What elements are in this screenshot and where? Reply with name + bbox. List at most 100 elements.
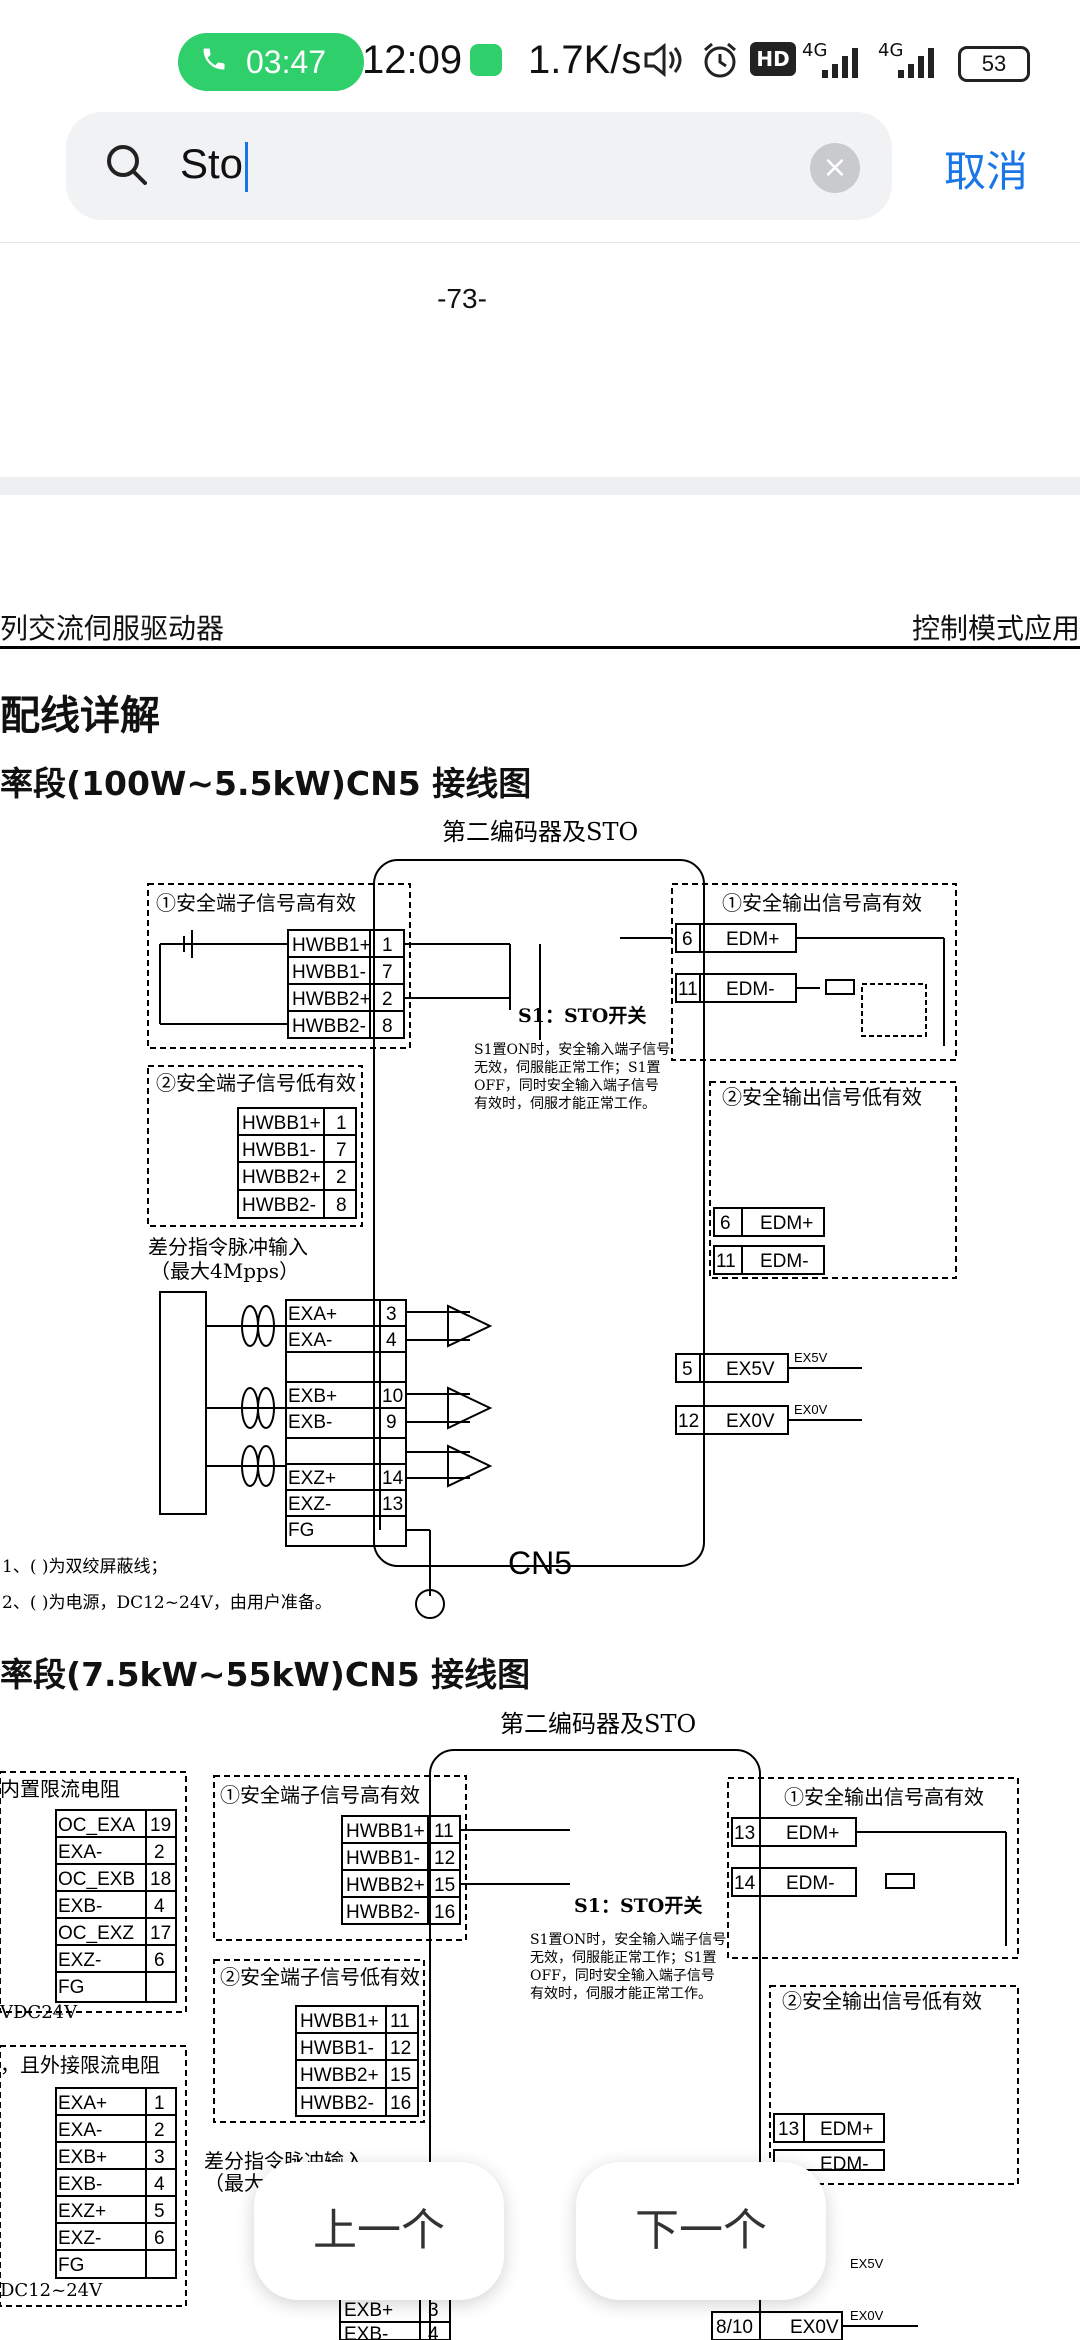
left-label: EXA+	[58, 2093, 107, 2114]
hwbb-pin: 11	[434, 1821, 454, 1842]
diagram-1-s1-note: 无效，伺服能正常工作；S1置	[474, 1060, 661, 1076]
ex-label: EXB+	[288, 1386, 337, 1407]
ongoing-call-pill[interactable]: 03:47	[178, 33, 364, 91]
hwbb-label: HWBB1+	[242, 1113, 321, 1134]
edm-label: EDM-	[786, 1873, 835, 1894]
battery-icon: 53	[958, 46, 1030, 82]
ex0v-label: EX0V	[790, 2317, 839, 2338]
left-label: FG	[58, 2255, 84, 2276]
hwbb-pin: 15	[390, 2065, 411, 2086]
left-pin: 2	[154, 2120, 165, 2141]
edm-label: EDM+	[786, 1823, 839, 1844]
hwbb-pin: 12	[434, 1848, 455, 1869]
hwbb-pin: 8	[382, 1016, 393, 1037]
ex-pin: 14	[382, 1468, 404, 1489]
left-label: EXZ+	[58, 2201, 106, 2222]
edm-label: EDM-	[726, 979, 775, 1000]
ex-pin: 13	[382, 1494, 403, 1515]
hwbb-pin: 2	[382, 989, 393, 1010]
doc-header-right: 控制模式应用	[911, 612, 1080, 645]
hwbb-pin: 1	[336, 1113, 347, 1134]
ex0v-label: EX0V	[726, 1411, 775, 1432]
edm-pin: 14	[734, 1873, 756, 1894]
hwbb-label: HWBB1-	[242, 1140, 316, 1161]
left-pin: 3	[154, 2147, 165, 2168]
signal-icon-1: 4G	[802, 40, 866, 86]
hwbb-label: HWBB1-	[300, 2038, 374, 2059]
ex5v-tag: EX5V	[850, 2256, 884, 2271]
left-label: FG	[58, 1977, 84, 1998]
hwbb-pin: 1	[382, 935, 393, 956]
edm-label: EDM+	[760, 1213, 813, 1234]
diagram-2-s1-note: OFF，同时安全输入端子信号	[530, 1967, 715, 1984]
status-bar: 03:47 12:09 1.7K/s HD 4G 4G 53	[0, 0, 1080, 115]
hwbb-pin: 12	[390, 2038, 411, 2059]
phone-icon	[200, 44, 228, 81]
diagram-1-s1-note: S1置ON时，安全输入端子信号	[474, 1041, 670, 1058]
hwbb-label: HWBB2+	[292, 989, 371, 1010]
hwbb-pin: 15	[434, 1875, 455, 1896]
left-label: EXB-	[58, 2174, 102, 2195]
left-label: EXA-	[58, 1842, 102, 1863]
wiring-diagram-1: 第二编码器及STO ①安全端子信号高有效 ②安全端子信号低有效 ①安全输出信号高…	[2, 818, 957, 1619]
diagram-1-diff-label: 差分指令脉冲输入	[148, 1235, 308, 1259]
diagram-1-s1-note: OFF，同时安全输入端子信号	[474, 1077, 659, 1094]
next-result-button[interactable]: 下一个	[576, 2162, 826, 2300]
hwbb-pin: 7	[336, 1140, 347, 1161]
previous-result-button[interactable]: 上一个	[254, 2162, 504, 2300]
ex0v-pin: 8/10	[716, 2317, 753, 2338]
hwbb-label: HWBB2-	[242, 1195, 316, 1216]
diagram-2-left-header-2: ，且外接限流电阻	[0, 2053, 160, 2077]
diagram-2-safe-low: ②安全端子信号低有效	[220, 1965, 420, 1989]
left-pin: 6	[154, 1950, 165, 1971]
diagram-1-note-1: 1、( )为双绞屏蔽线；	[2, 1557, 167, 1577]
ex-label: EXB-	[288, 1412, 332, 1433]
diagram-2-diff-sub: （最大	[204, 2171, 264, 2195]
ex-label: EXZ-	[288, 1494, 331, 1515]
edm-pin: 11	[716, 1251, 736, 1272]
subsection-title-1: 率段(100W~5.5kW)CN5 接线图	[0, 764, 532, 803]
hwbb-label: HWBB2-	[346, 1902, 420, 1923]
diagram-2-s1-label: S1：STO开关	[574, 1894, 702, 1917]
network-speed: 1.7K/s	[528, 38, 642, 82]
left-label: EXB-	[58, 1896, 102, 1917]
ex-label: FG	[288, 1520, 314, 1541]
clock: 12:09	[362, 38, 463, 82]
clear-search-button[interactable]: ×	[810, 143, 860, 193]
search-bar[interactable]	[66, 112, 892, 220]
hwbb-label: HWBB1+	[292, 935, 371, 956]
bottom-pin: 4	[428, 2324, 439, 2340]
diagram-2-dc-2: DC12~24V	[0, 2280, 103, 2301]
left-pin: 4	[154, 2174, 165, 2195]
edm-pin: 6	[720, 1213, 731, 1234]
edm-label: EDM+	[726, 929, 779, 950]
diagram-2-out-high: ①安全输出信号高有效	[784, 1785, 984, 1809]
page-gap	[0, 477, 1080, 495]
diagram-2-out-low: ②安全输出信号低有效	[782, 1989, 982, 2013]
left-pin: 1	[154, 2093, 165, 2114]
diagram-2-s1-note: 有效时，伺服才能正常工作。	[530, 1986, 712, 2002]
ex-pin: 3	[386, 1304, 397, 1325]
search-input[interactable]: Sto	[180, 140, 249, 192]
call-app-icon	[470, 44, 502, 76]
ex0v-tag: EX0V	[794, 1402, 828, 1417]
bottom-label: EXB+	[344, 2300, 393, 2321]
text-cursor	[245, 141, 249, 192]
hwbb-label: HWBB2-	[300, 2093, 374, 2114]
hwbb-label: HWBB1-	[346, 1848, 420, 1869]
hwbb-pin: 2	[336, 1167, 347, 1188]
ex0v-pin: 12	[678, 1411, 699, 1432]
bottom-pin: 3	[428, 2300, 439, 2321]
edm-pin: 13	[734, 1823, 755, 1844]
diagram-1-safe-low: ②安全端子信号低有效	[156, 1071, 356, 1095]
left-pin: 2	[154, 1842, 165, 1863]
edm-label: EDM-	[760, 1251, 809, 1272]
bottom-label: EXB-	[344, 2324, 388, 2340]
header-rule	[0, 646, 1080, 649]
diagram-1-safe-high: ①安全端子信号高有效	[156, 891, 356, 915]
divider	[0, 242, 1080, 243]
left-label: OC_EXB	[58, 1869, 135, 1890]
cancel-button[interactable]: 取消	[944, 148, 1029, 195]
diagram-2-dc-1: VDC24V	[0, 2002, 78, 2023]
search-icon	[104, 142, 150, 192]
